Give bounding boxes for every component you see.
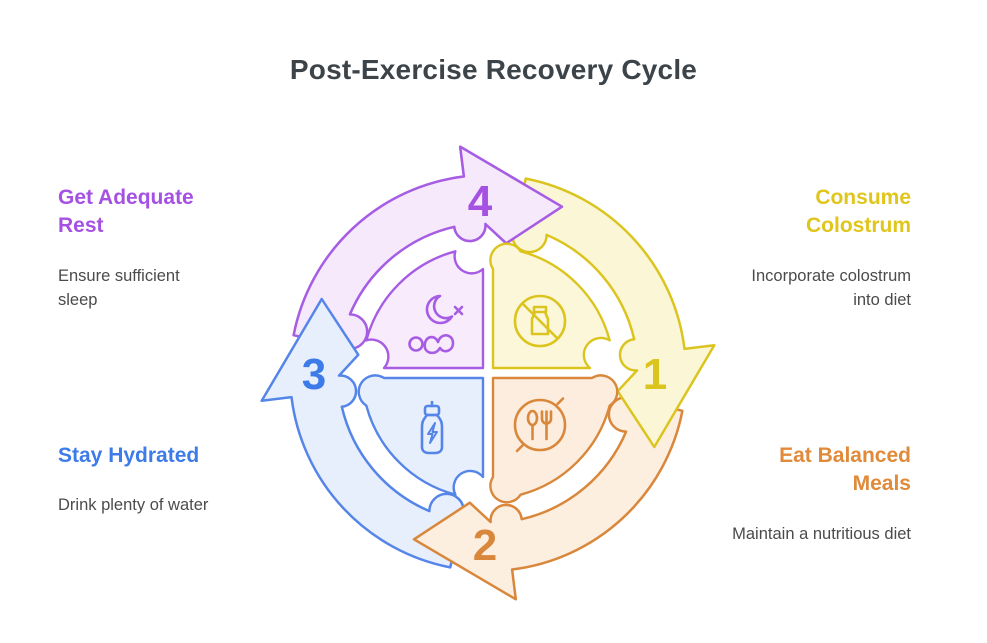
step-4-number: 4 — [468, 177, 493, 226]
moon-sleep-icon — [408, 294, 464, 355]
step-4-label-block: Get Adequate Rest Ensure sufficient slee… — [58, 184, 236, 313]
step-3-heading: Stay Hydrated — [58, 444, 200, 467]
meal-utensils-icon — [513, 397, 567, 453]
step-1-number: 1 — [643, 350, 667, 399]
step-3-label-block: Stay Hydrated Drink plenty of water — [58, 442, 288, 518]
water-bottle-icon — [420, 400, 444, 455]
step-2-number: 2 — [473, 521, 497, 570]
quadrant-icons — [408, 294, 567, 455]
step-3-description: Drink plenty of water — [58, 496, 209, 515]
quadrant-disc — [357, 242, 619, 504]
page-title: Post-Exercise Recovery Cycle — [289, 54, 698, 85]
step-1-label-block: Consume Colostrum Incorporate colostrum … — [711, 184, 911, 313]
cycle-diagram: 1 2 3 4 — [260, 145, 716, 601]
step-2-heading: Eat Balanced Meals — [779, 444, 911, 496]
step-2-label-block: Eat Balanced Meals Maintain a nutritious… — [711, 442, 911, 547]
step-3-number: 3 — [302, 350, 326, 399]
step-2-description: Maintain a nutritious diet — [732, 524, 911, 543]
step-4-heading: Get Adequate Rest — [58, 186, 194, 238]
quadrant-rest — [365, 250, 485, 370]
step-1-heading: Consume Colostrum — [806, 186, 911, 238]
step-4-description: Ensure sufficient sleep — [58, 266, 180, 309]
step-1-description: Incorporate colostrum into diet — [751, 266, 911, 309]
step-numbers: 1 2 3 4 — [302, 177, 667, 570]
crossed-milk-bottle-icon — [513, 294, 567, 348]
